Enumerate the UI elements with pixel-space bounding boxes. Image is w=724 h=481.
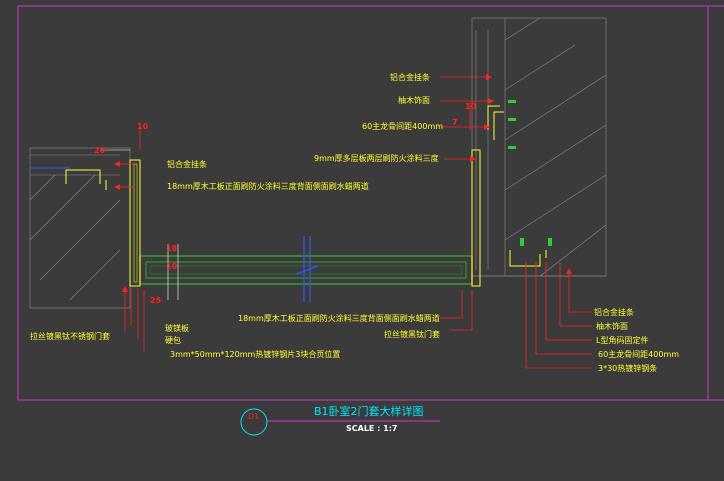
dimension-lines: [100, 149, 179, 300]
right-wall-section: [471, 17, 607, 277]
dimension-top-left: 10: [137, 122, 149, 131]
dimension-left-b: 10: [166, 262, 178, 271]
door-frame-section: [129, 149, 481, 287]
label-black-titanium-casing: 拉丝镀黑钛门套: [384, 330, 440, 339]
label-main-keel-top: 60主龙骨间距400mm: [362, 122, 444, 131]
break-line: [295, 236, 319, 302]
right-anchor-bolts: [508, 100, 552, 246]
label-main-keel-right: 60主龙骨间距400mm: [598, 350, 680, 359]
label-plywood-top: 9mm厚多层板两层刷防火涂料三度: [314, 154, 439, 163]
left-hook-detail: [65, 169, 107, 190]
right-hook-detail: [487, 105, 547, 267]
label-galvanised-strip: 3*30热镀锌钢条: [598, 364, 658, 373]
detail-circle-label: D1: [248, 412, 260, 421]
label-stainless-door-casing: 拉丝镀黑钛不锈钢门套: [30, 332, 110, 341]
dimension-left-d: 20: [94, 146, 106, 155]
drawing-frame: [17, 5, 724, 401]
drawing-scale: SCALE : 1:7: [346, 424, 398, 433]
dimension-left-c: 25: [150, 296, 162, 305]
leader-lines: [120, 76, 592, 369]
label-galvanised-plate: 3mm*50mm*120mm热镀锌钢片3块合页位置: [170, 350, 341, 359]
label-blockboard-bottom: 18mm厚木工板正面刷防火涂料三度背面侧面刷水蜡两道: [238, 314, 440, 323]
label-aluminium-hook-top: 铝合金挂条: [390, 73, 430, 82]
label-aluminium-hook-left: 铝合金挂条: [167, 160, 207, 169]
label-mgo-board: 玻镁板: [165, 324, 189, 333]
label-l-bracket: L型角码固定件: [596, 336, 649, 345]
label-teak-veneer-right: 柚木饰面: [596, 322, 628, 331]
label-hard-pack: 硬包: [165, 336, 181, 345]
detail-circle: [240, 408, 268, 436]
left-wall-section: [29, 147, 131, 309]
dimension-small: 7: [452, 118, 458, 127]
dimension-left-a: 18: [166, 244, 178, 253]
label-aluminium-hook-right: 铝合金挂条: [594, 308, 634, 317]
leader-arrows: [114, 74, 572, 292]
dimension-top-right: 10: [465, 102, 477, 111]
label-blockboard-left: 18mm厚木工板正面刷防火涂料三度背面侧面刷水蜡两道: [167, 182, 369, 191]
label-teak-veneer-top: 柚木饰面: [398, 96, 430, 105]
drawing-title: B1卧室2门套大样详图: [314, 405, 424, 418]
